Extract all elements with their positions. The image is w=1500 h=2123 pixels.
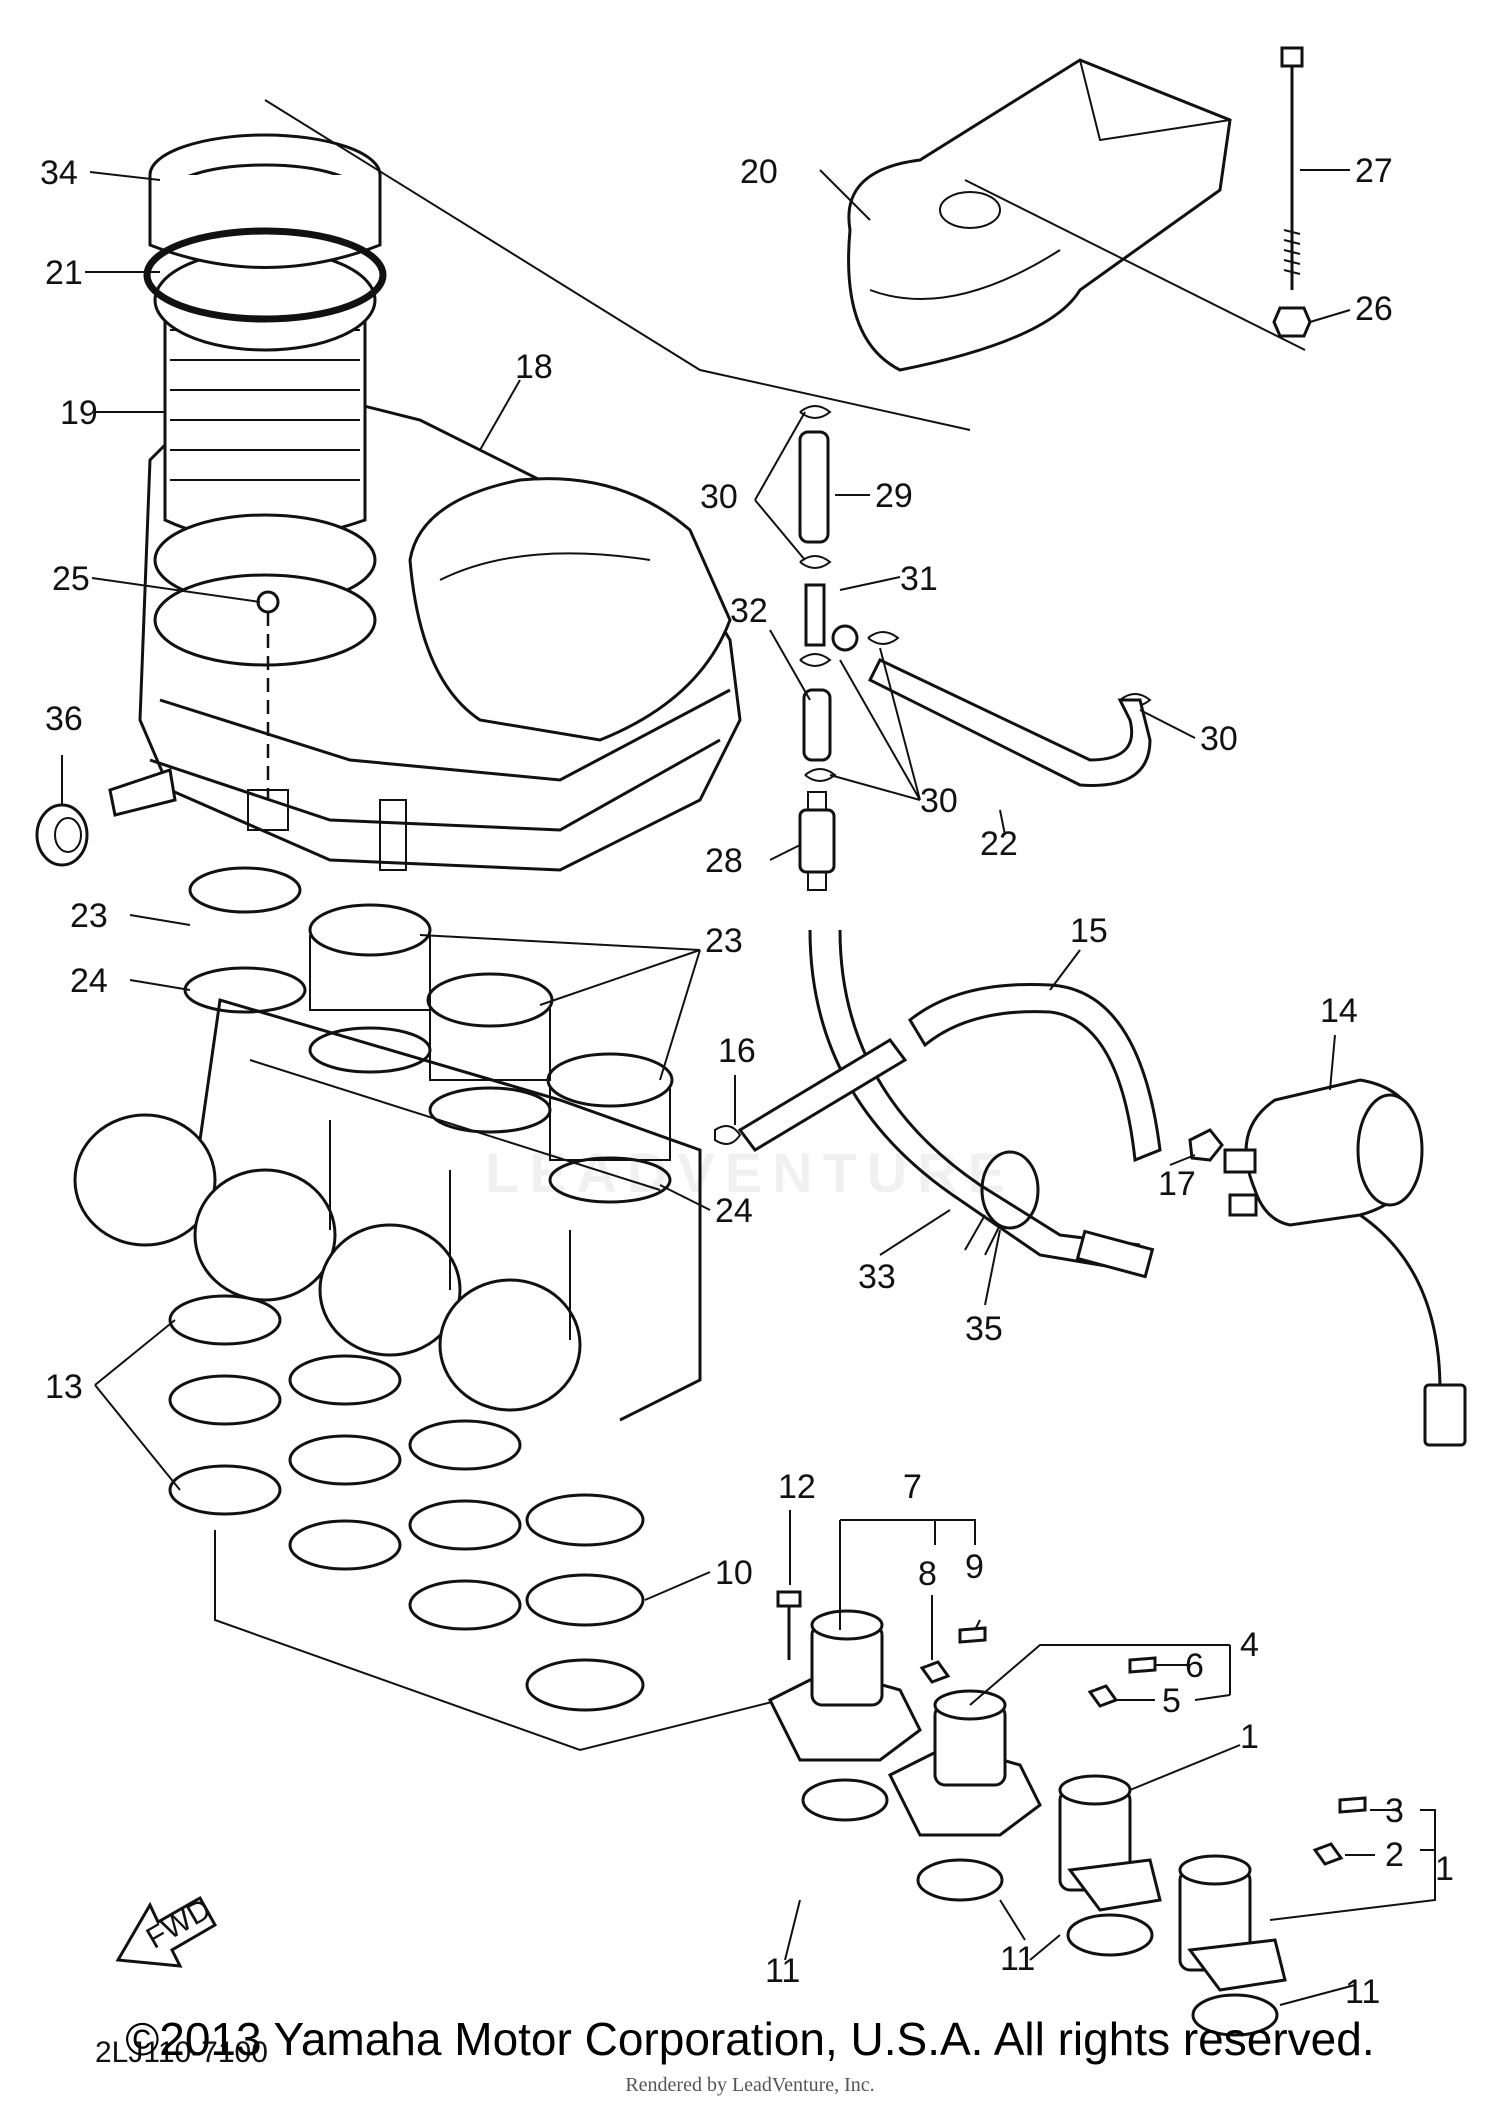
bolt-27	[1280, 46, 1304, 290]
callout-26: 26	[1355, 290, 1393, 328]
callout-20: 20	[740, 153, 778, 191]
hose-clips-30	[799, 405, 1152, 782]
callout-24-right: 24	[715, 1192, 753, 1230]
pipe-32	[802, 688, 832, 762]
diagram-code: 2LJ110-7100	[95, 2036, 268, 2069]
assembly-line-duct	[264, 99, 1306, 431]
callout-7: 7	[903, 1468, 922, 1506]
callout-27: 27	[1355, 152, 1393, 190]
nut-17	[1188, 1128, 1224, 1162]
callout-11-b: 11	[1000, 1940, 1035, 1978]
callout-24-left: 24	[70, 962, 108, 1000]
callout-1-left: 1	[1240, 1718, 1259, 1756]
callout-32: 32	[730, 592, 768, 630]
callout-1-right: 1	[1435, 1850, 1454, 1888]
callout-30-mid: 30	[920, 782, 958, 820]
callout-33: 33	[858, 1258, 896, 1296]
callout-17: 17	[1158, 1165, 1196, 1203]
callout-22: 22	[980, 825, 1018, 863]
nuts-8-5-2	[919, 1660, 1344, 1866]
callout-23-right: 23	[705, 922, 743, 960]
callouts: 34 21 19 18 25 36 20 27 26 30 29 31 32 3…	[40, 152, 1454, 2069]
carburetor-assembly	[73, 998, 702, 1422]
air-filter-element	[153, 248, 377, 667]
hose-15	[908, 982, 1162, 1163]
hose-clip-16	[714, 1038, 908, 1152]
callout-16: 16	[718, 1032, 756, 1070]
bolts-9-6-3	[958, 1626, 1367, 1814]
callout-5: 5	[1162, 1682, 1181, 1720]
callout-30-top: 30	[700, 478, 738, 516]
joint-31	[804, 583, 859, 652]
o-ring	[143, 227, 387, 323]
callout-12: 12	[778, 1468, 816, 1506]
fuel-pump	[1223, 1078, 1467, 1447]
clamp-35	[964, 1150, 1040, 1256]
callout-10: 10	[715, 1554, 753, 1592]
callout-8: 8	[918, 1555, 937, 1593]
air-cleaner-cover	[148, 133, 382, 269]
bolt-12	[776, 1590, 802, 1660]
hose-22	[867, 658, 1152, 787]
carb-joints-23	[188, 866, 674, 1161]
callout-13: 13	[45, 1368, 83, 1406]
grommet-36	[35, 803, 89, 867]
callout-2: 2	[1385, 1836, 1404, 1874]
callout-28: 28	[705, 842, 743, 880]
render-note: Rendered by LeadVenture, Inc.	[625, 2074, 875, 2096]
callout-30-right: 30	[1200, 720, 1238, 758]
nut-26	[1272, 306, 1312, 338]
callout-36: 36	[45, 700, 83, 738]
callout-9: 9	[965, 1548, 984, 1586]
carb-joints-13	[168, 1294, 522, 1631]
callout-3: 3	[1385, 1792, 1404, 1830]
manifold-7	[767, 1609, 922, 1762]
callout-21: 21	[45, 254, 83, 292]
filter-28	[798, 791, 836, 891]
hose-33	[808, 929, 1155, 1279]
callout-6: 6	[1185, 1647, 1204, 1685]
assembly-line-lower	[214, 1530, 781, 1752]
callout-14: 14	[1320, 992, 1358, 1030]
intake-duct	[847, 58, 1232, 372]
callout-11-c: 11	[1345, 1973, 1380, 2011]
o-rings-11	[801, 1778, 1279, 2037]
callout-19: 19	[60, 394, 98, 432]
callout-18: 18	[515, 348, 553, 386]
carb-joint-10	[525, 1493, 645, 1712]
manifold-1-right	[1178, 1854, 1287, 1992]
fwd-arrow-icon: FWD	[115, 1893, 218, 1968]
callout-25: 25	[52, 560, 90, 598]
breather-hose-29	[798, 430, 830, 544]
callout-31: 31	[900, 560, 938, 598]
watermark: LEADVENTURE	[484, 1141, 1016, 1204]
callout-4: 4	[1240, 1626, 1259, 1664]
callout-23-left: 23	[70, 897, 108, 935]
manifold-1-left	[1058, 1774, 1162, 1912]
copyright-notice: ©2013 Yamaha Motor Corporation, U.S.A. A…	[125, 2013, 1375, 2065]
callout-35: 35	[965, 1310, 1003, 1348]
callout-34: 34	[40, 154, 78, 192]
callout-15: 15	[1070, 912, 1108, 950]
leader-lines	[61, 169, 1436, 2006]
callout-29: 29	[875, 477, 913, 515]
callout-11-a: 11	[765, 1952, 800, 1990]
